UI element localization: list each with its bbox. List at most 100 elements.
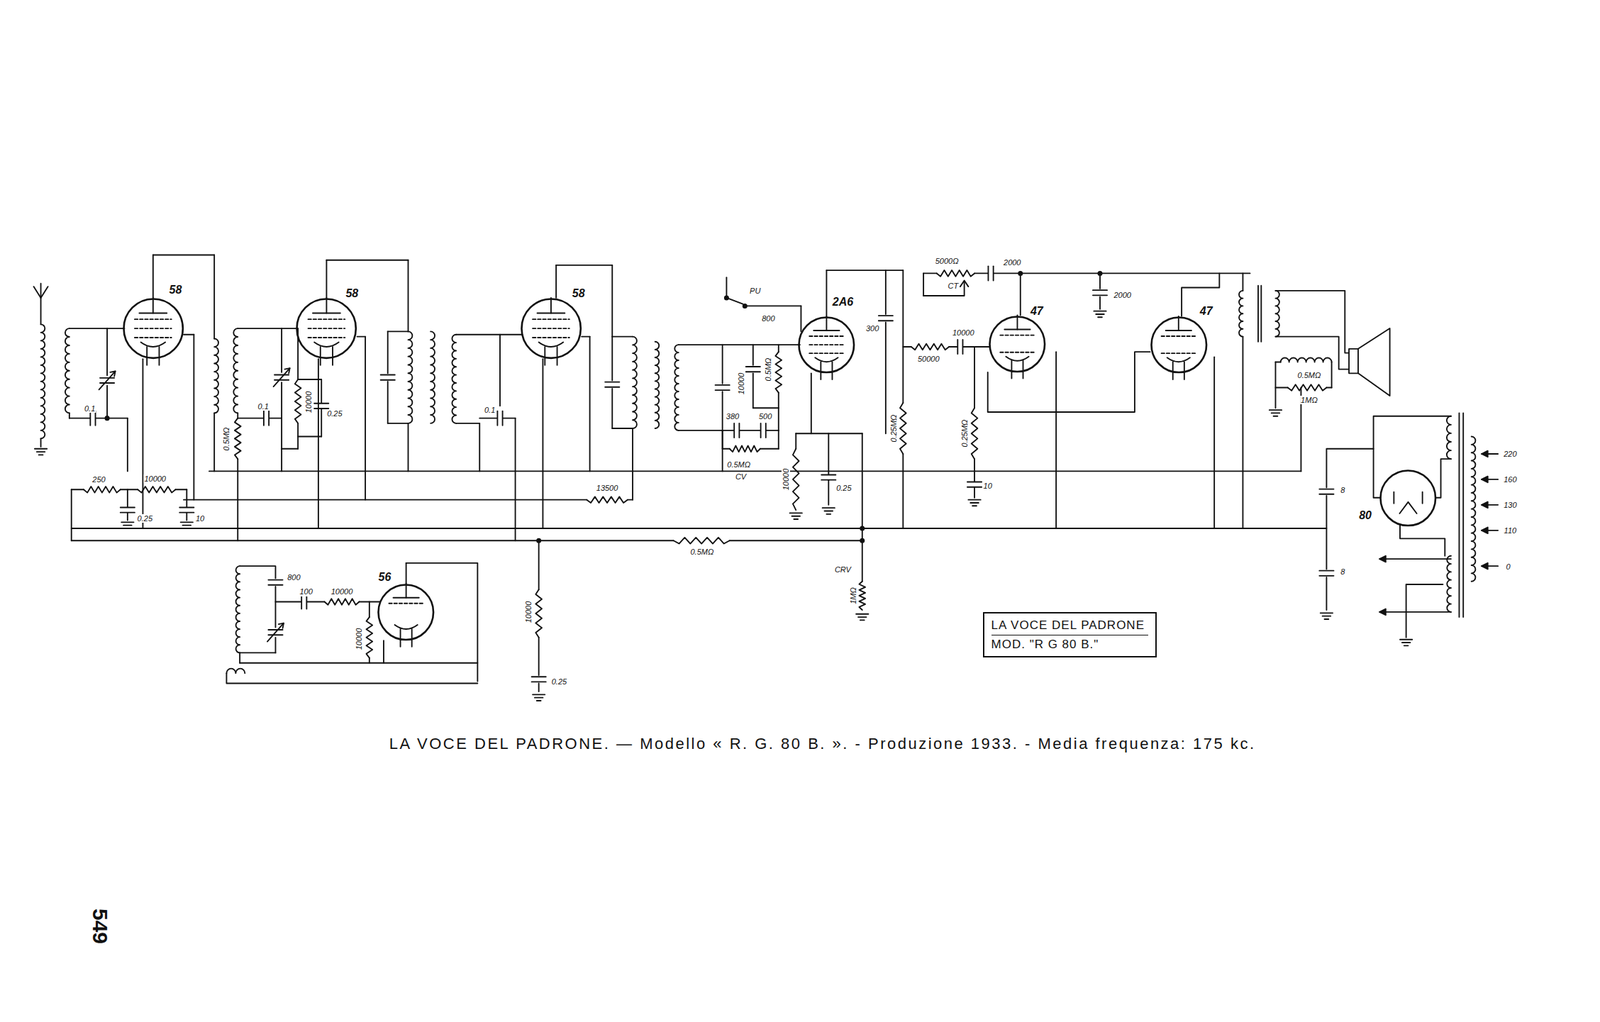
component-value: 220 xyxy=(1502,449,1518,459)
wire xyxy=(825,270,827,317)
wire xyxy=(973,458,976,482)
wire xyxy=(280,328,283,373)
wire xyxy=(106,328,108,376)
wire xyxy=(71,527,1327,530)
wire xyxy=(902,453,904,529)
wire xyxy=(239,651,276,654)
wire xyxy=(1406,584,1444,638)
resistor-symbol xyxy=(366,617,374,659)
label-box: LA VOCE DEL PADRONEMOD. "R G 80 B." xyxy=(982,612,1157,658)
wire xyxy=(1421,492,1424,504)
wire xyxy=(456,334,523,336)
wire xyxy=(280,382,283,449)
wire xyxy=(1017,314,1019,330)
wire xyxy=(821,474,836,476)
component-value: 10000 xyxy=(736,372,746,396)
wire xyxy=(753,407,779,409)
wire xyxy=(956,339,959,354)
wire xyxy=(1092,289,1108,291)
resistor-symbol xyxy=(971,407,979,459)
wire xyxy=(722,448,730,450)
component-value: 100 xyxy=(298,587,313,596)
resistor-symbol xyxy=(586,496,628,503)
wire xyxy=(923,281,965,296)
wire xyxy=(612,427,633,430)
wire xyxy=(752,344,754,366)
wire xyxy=(1462,412,1464,618)
wire xyxy=(268,629,283,631)
resistor-symbol xyxy=(729,445,761,452)
component-value: 10 xyxy=(195,514,205,523)
tube-type: 56 xyxy=(378,570,393,584)
component-value: 10000 xyxy=(354,626,364,651)
wire xyxy=(331,346,334,366)
wire xyxy=(819,361,822,380)
wire xyxy=(1092,294,1108,296)
wire xyxy=(1271,412,1281,415)
wire xyxy=(970,502,979,504)
wire xyxy=(179,507,194,509)
wire xyxy=(555,265,557,298)
wire xyxy=(34,448,47,450)
wire xyxy=(1093,310,1106,313)
resistor-symbol xyxy=(775,351,782,393)
coil-symbol xyxy=(1446,416,1452,459)
wire xyxy=(1325,495,1327,570)
wire xyxy=(1161,335,1196,337)
wire xyxy=(380,379,396,381)
wire xyxy=(1379,558,1452,560)
wire xyxy=(960,280,969,287)
wire xyxy=(1022,360,1025,379)
wire xyxy=(826,513,831,515)
wire xyxy=(40,438,42,447)
wire xyxy=(239,565,276,579)
wire xyxy=(126,512,129,520)
wire xyxy=(538,683,540,693)
wire xyxy=(1019,273,1022,315)
component-value: 380 xyxy=(725,412,740,421)
wire xyxy=(1095,313,1105,315)
tube-symbol: 58 xyxy=(122,297,184,359)
wire xyxy=(1000,334,1035,337)
wire xyxy=(581,336,591,338)
coil-symbol xyxy=(1446,556,1452,613)
wire xyxy=(810,373,813,434)
tube-type: 58 xyxy=(344,287,359,300)
wire xyxy=(1392,492,1395,504)
wire xyxy=(923,272,937,274)
component-value: 0.25 xyxy=(326,409,343,418)
wire xyxy=(987,351,1151,413)
component-value: 13500 xyxy=(595,483,620,493)
wire xyxy=(721,391,724,431)
wire xyxy=(831,361,834,380)
wire xyxy=(922,273,925,296)
component-value: 160 xyxy=(1502,475,1518,484)
wire xyxy=(239,652,241,663)
component-value: 2000 xyxy=(1112,290,1132,300)
tube-envelope xyxy=(122,297,184,359)
wire xyxy=(536,700,542,702)
wire xyxy=(71,488,84,491)
tube-envelope xyxy=(295,297,357,359)
wire xyxy=(809,343,844,346)
wire xyxy=(275,637,277,654)
component-value: 10000 xyxy=(781,468,791,492)
wire xyxy=(809,352,844,354)
wire xyxy=(1402,641,1411,644)
resistor-symbol xyxy=(911,343,949,351)
wire xyxy=(239,662,478,664)
wire xyxy=(1275,336,1349,370)
component-value: 0 xyxy=(1504,561,1511,571)
wire xyxy=(39,453,44,456)
wire xyxy=(400,629,402,647)
wire xyxy=(746,370,761,373)
wire xyxy=(317,358,320,529)
component-value: 0.25MΩ xyxy=(889,414,898,444)
wire xyxy=(300,594,303,609)
component-value: 0.5MΩ xyxy=(726,460,752,469)
tube-symbol: 58 xyxy=(295,297,357,359)
component-value: 0.5MΩ xyxy=(1297,370,1322,380)
wire xyxy=(1331,362,1333,388)
wire xyxy=(532,318,570,320)
wire xyxy=(126,489,129,507)
